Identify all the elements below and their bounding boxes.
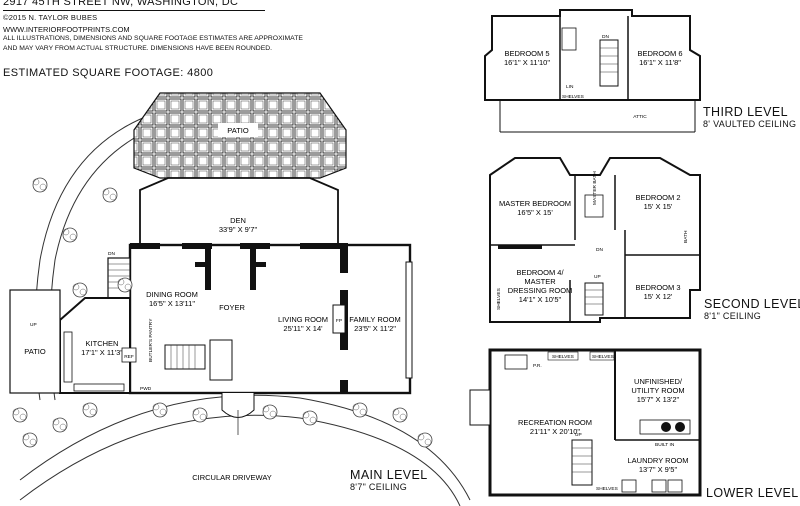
third-dn-label: DN xyxy=(602,34,609,40)
main-level-plan: PATIO DEN 33'9" X 9'7" FP DINING ROOM 16… xyxy=(9,92,471,506)
family-dims: 23'5" X 11'2" xyxy=(354,324,396,333)
unfinished-name: UNFINISHED/ xyxy=(634,377,683,386)
laundry-dims: 13'7" X 9'5" xyxy=(639,465,678,474)
kitchen-name: KITCHEN xyxy=(86,339,119,348)
rec-dims: 21'11" X 20'10" xyxy=(530,427,581,436)
lower-level-plan: P.R. SHELVES SHELVES UP SHELVES BUILT IN… xyxy=(469,348,702,497)
lower-shelves-label-1: SHELVES xyxy=(552,354,574,360)
disclaimer-line-1: ALL ILLUSTRATIONS, DIMENSIONS AND SQUARE… xyxy=(3,35,303,42)
built-in-label: BUILT IN xyxy=(655,442,675,448)
bed4-name3: DRESSING ROOM xyxy=(508,286,573,295)
second-dn-label: DN xyxy=(596,247,603,253)
lower-shelves-label-2: SHELVES xyxy=(592,354,614,360)
third-level-plan: ATTIC DN LIN SHELVES BEDROOM 5 16'1" X 1… xyxy=(484,9,701,133)
third-level-title: THIRD LEVEL xyxy=(703,105,788,119)
laundry-name: LAUNDRY ROOM xyxy=(628,456,689,465)
fireplace-label: FP xyxy=(336,318,342,324)
lower-up-label: UP xyxy=(575,432,582,438)
kitchen-dims: 17'1" X 11'3" xyxy=(81,348,123,357)
bed5-name: BEDROOM 5 xyxy=(504,49,549,58)
den-name: DEN xyxy=(230,216,246,225)
foyer-label: FOYER xyxy=(219,303,245,312)
second-level-ceiling: 8'1" CEILING xyxy=(704,311,762,321)
bed3-dims: 15' X 12' xyxy=(644,292,673,301)
main-level-caption: MAIN LEVEL 8'7" CEILING xyxy=(350,468,428,492)
header-rule xyxy=(3,10,265,11)
bed6-name: BEDROOM 6 xyxy=(637,49,682,58)
bed4-name2: MASTER xyxy=(524,277,556,286)
third-shelves-label: SHELVES xyxy=(562,94,584,100)
butlers-pantry-label: BUTLER'S PANTRY xyxy=(148,318,154,362)
disclaimer-line-2: AND MAY VARY FROM ACTUAL STRUCTURE. DIME… xyxy=(3,45,273,52)
powder-room-label: P.R. xyxy=(533,363,542,369)
master-name: MASTER BEDROOM xyxy=(499,199,571,208)
dining-name: DINING ROOM xyxy=(146,290,198,299)
bath-label: BATH xyxy=(683,230,689,243)
rec-name: RECREATION ROOM xyxy=(518,418,592,427)
second-level-caption: SECOND LEVEL 8'1" CEILING xyxy=(704,297,800,321)
copyright-text: ©2015 N. TAYLOR BUBES xyxy=(3,13,98,22)
bed5-dims: 16'1" X 11'10" xyxy=(504,58,550,67)
lower-shelves-label-3: SHELVES xyxy=(596,486,618,492)
master-bath-label: MASTER BATH xyxy=(592,171,598,205)
attic-label: ATTIC xyxy=(633,114,647,120)
main-level-title: MAIN LEVEL xyxy=(350,468,428,482)
master-dims: 16'5" X 15' xyxy=(517,208,553,217)
bed2-dims: 15' X 15' xyxy=(644,202,673,211)
bed6-dims: 16'1" X 11'8" xyxy=(639,58,681,67)
dining-dims: 16'5" X 13'11" xyxy=(149,299,195,308)
living-dims: 25'11" X 14' xyxy=(283,324,323,333)
main-level-ceiling: 8'7" CEILING xyxy=(350,482,408,492)
lower-level-caption: LOWER LEVEL xyxy=(706,486,799,500)
main-dn-label: DN xyxy=(108,251,115,257)
patio-top-label: PATIO xyxy=(227,126,249,135)
bed3-name: BEDROOM 3 xyxy=(635,283,680,292)
pwd-label: PWD xyxy=(140,386,152,392)
lower-level-title: LOWER LEVEL xyxy=(706,486,799,500)
living-name: LIVING ROOM xyxy=(278,315,328,324)
square-footage-text: ESTIMATED SQUARE FOOTAGE: 4800 xyxy=(3,67,214,79)
unfinished-dims: 15'7" X 13'2" xyxy=(637,395,680,404)
main-up-label: UP xyxy=(30,322,37,328)
second-shelves-label: SHELVES xyxy=(496,288,502,310)
driveway-label: CIRCULAR DRIVEWAY xyxy=(192,473,272,482)
second-level-plan: MASTER BATH BATH UP DN SHELVES MASTER BE… xyxy=(489,157,701,323)
bed4-dims: 14'1" X 10'5" xyxy=(519,295,562,304)
unfinished-name2: UTILITY ROOM xyxy=(631,386,684,395)
patio-side-label: PATIO xyxy=(24,347,46,356)
second-level-title: SECOND LEVEL xyxy=(704,297,800,311)
den-dims: 33'9" X 9'7" xyxy=(219,225,258,234)
bed2-name: BEDROOM 2 xyxy=(635,193,680,202)
bed4-name: BEDROOM 4/ xyxy=(516,268,564,277)
linen-label: LIN xyxy=(566,84,574,90)
website-text: WWW.INTERIORFOOTPRINTS.COM xyxy=(3,25,130,34)
second-up-label: UP xyxy=(594,274,601,280)
family-name: FAMILY ROOM xyxy=(349,315,400,324)
ref-label: REF xyxy=(124,354,134,360)
third-level-ceiling: 8' VAULTED CEILING xyxy=(703,119,797,129)
third-level-caption: THIRD LEVEL 8' VAULTED CEILING xyxy=(703,105,796,129)
address-text: 2917 45TH STREET NW, WASHINGTON, DC xyxy=(3,0,239,8)
